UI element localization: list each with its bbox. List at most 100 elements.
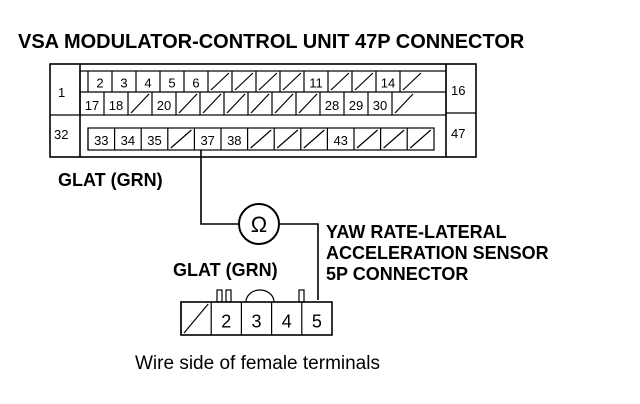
- row3-cell: [167, 128, 192, 150]
- row2-pin-label: 28: [325, 98, 339, 113]
- row2-empty-cavity: [226, 93, 246, 114]
- row3-empty-cavity: [303, 129, 325, 149]
- sensor-5p-pin-label: 5: [312, 312, 322, 332]
- row1-pin-label: 11: [309, 75, 323, 90]
- row1-cell: 6: [183, 71, 200, 92]
- row1-cell: [279, 71, 302, 92]
- row1-cell: 5: [159, 71, 176, 92]
- row1-cell: 14: [375, 71, 395, 92]
- row2-pin-label: 29: [349, 98, 363, 113]
- sensor-5p-cell: 2: [210, 302, 231, 335]
- row3-pin-label: 34: [121, 133, 135, 148]
- row3-cell: 38: [220, 128, 242, 150]
- row1-pin-label: 2: [96, 75, 103, 90]
- row1-cell: [351, 71, 374, 92]
- sensor-5p-pin-label: 4: [282, 312, 292, 332]
- sensor-label-line-3: 5P CONNECTOR: [326, 264, 468, 284]
- row1-empty-cavity: [258, 72, 278, 91]
- row3-pin-label: 37: [200, 133, 214, 148]
- wire-label-bottom: GLAT (GRN): [173, 260, 278, 280]
- row2-empty-cavity: [274, 93, 294, 114]
- pin-1: 1: [58, 85, 65, 100]
- row3-cell: [247, 128, 272, 150]
- row3-cell: 43: [326, 128, 348, 150]
- row2-pin-label: 17: [85, 98, 99, 113]
- row2-empty-cavity: [202, 93, 222, 114]
- row2-cell: 20: [151, 92, 171, 115]
- row2-empty-cavity: [394, 93, 414, 114]
- connector-47p-row-2: 17 18 20 28 29 30: [79, 92, 414, 115]
- footer-note: Wire side of female terminals: [135, 353, 380, 374]
- row2-pin-label: 18: [109, 98, 123, 113]
- row1-cell: [207, 71, 230, 92]
- row2-empty-cavity: [178, 93, 198, 114]
- row1-pin-label: 4: [144, 75, 151, 90]
- ohm-icon: Ω: [251, 212, 267, 237]
- row3-empty-cavity: [276, 129, 299, 149]
- wire-label-top: GLAT (GRN): [58, 170, 163, 190]
- row2-cell: [175, 92, 198, 115]
- row2-cell: 28: [319, 92, 339, 115]
- row3-empty-cavity: [170, 129, 192, 149]
- row3-cell: [380, 128, 405, 150]
- row1-cell: 3: [111, 71, 128, 92]
- row1-empty-cavity: [402, 72, 422, 91]
- sensor-5p-cell: 3: [240, 302, 262, 335]
- pin-32: 32: [54, 127, 68, 142]
- row1-cell: 11: [303, 71, 323, 92]
- row3-cell: 37: [193, 128, 215, 150]
- row3-cell: 33: [87, 128, 109, 150]
- sensor-label: YAW RATE-LATERAL ACCELERATION SENSOR 5P …: [326, 222, 549, 284]
- row3-pin-label: 33: [94, 133, 108, 148]
- row2-cell: [391, 92, 414, 115]
- row1-empty-cavity: [210, 72, 230, 91]
- row2-cell: [271, 92, 294, 115]
- row2-cell: [199, 92, 222, 115]
- row1-cell: [399, 71, 422, 92]
- row1-cell: [255, 71, 278, 92]
- row1-empty-cavity: [330, 72, 350, 91]
- connector-47p-row-3: 33 34 35 37 38 43: [87, 128, 432, 150]
- pin-16: 16: [451, 83, 465, 98]
- row3-empty-cavity: [250, 129, 272, 149]
- sensor-5p-empty-cavity: [183, 303, 209, 334]
- row1-empty-cavity: [354, 72, 374, 91]
- pin-47: 47: [451, 126, 465, 141]
- sensor-5p-pin-label: 3: [251, 312, 261, 332]
- sensor-5p-cell: [180, 302, 209, 335]
- row3-cell: [273, 128, 299, 150]
- sensor-5p-cell: 5: [301, 302, 322, 335]
- row2-cell: 29: [343, 92, 363, 115]
- row2-empty-cavity: [250, 93, 270, 114]
- row1-empty-cavity: [282, 72, 302, 91]
- row1-empty-cavity: [234, 72, 254, 91]
- row2-cell: [127, 92, 150, 115]
- row3-pin-label: 38: [227, 133, 241, 148]
- row3-empty-cavity: [409, 129, 432, 149]
- row1-cell: 4: [135, 71, 152, 92]
- row3-cell: [406, 128, 432, 150]
- sensor-5p-pin-label: 2: [221, 312, 231, 332]
- row3-cell: 34: [113, 128, 135, 150]
- row1-cell: [231, 71, 254, 92]
- row3-cell: 35: [140, 128, 162, 150]
- row2-cell: [295, 92, 318, 115]
- row2-cell: [223, 92, 246, 115]
- row3-cell: [300, 128, 325, 150]
- ohmmeter-circle: [238, 203, 280, 245]
- row2-empty-cavity: [298, 93, 318, 114]
- row2-empty-cavity: [130, 93, 150, 114]
- row2-cell: 18: [103, 92, 123, 115]
- sensor-label-line-2: ACCELERATION SENSOR: [326, 243, 549, 263]
- row1-pin-label: 5: [168, 75, 175, 90]
- row2-cell: 30: [367, 92, 387, 115]
- row1-pin-label: 3: [120, 75, 127, 90]
- row3-empty-cavity: [356, 129, 378, 149]
- row3-empty-cavity: [383, 129, 405, 149]
- ohmmeter: Ω: [238, 203, 280, 245]
- row1-pin-label: 14: [381, 75, 395, 90]
